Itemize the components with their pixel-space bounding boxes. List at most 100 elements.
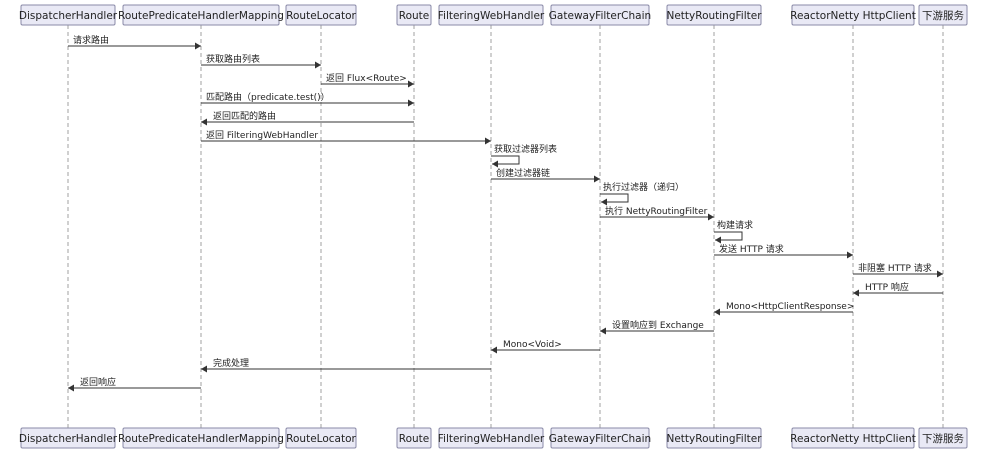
arrowhead	[315, 61, 321, 69]
participant-box-rect	[122, 427, 280, 449]
message-16: 设置响应到 Exchange	[600, 319, 714, 335]
participant-box-rect	[285, 4, 357, 26]
message-2: 获取路由列表	[201, 53, 321, 69]
arrowhead	[708, 213, 714, 221]
participant-netty-top: NettyRoutingFilter	[666, 4, 762, 26]
participant-box-rect	[918, 427, 968, 449]
participant-downstream-top: 下游服务	[918, 4, 968, 26]
message-label: 执行 NettyRoutingFilter	[605, 205, 708, 217]
participant-label: RouteLocator	[286, 10, 356, 22]
participant-box-rect	[791, 4, 915, 26]
participant-fwh-top: FilteringWebHandler	[438, 4, 545, 26]
message-label: 请求路由	[73, 34, 109, 46]
message-14: HTTP 响应	[853, 281, 943, 297]
message-label: 返回匹配的路由	[213, 110, 276, 122]
message-1: 请求路由	[68, 34, 201, 50]
arrowhead	[853, 289, 859, 297]
participant-route-bottom: Route	[396, 427, 432, 449]
message-label: 构建请求	[717, 219, 753, 231]
arrowhead	[847, 251, 853, 259]
participant-label: GatewayFilterChain	[549, 10, 651, 22]
arrowhead	[492, 160, 498, 168]
message-19: 返回响应	[68, 376, 201, 392]
self-message-line	[600, 193, 629, 203]
message-label: 返回 Flux<Route>	[326, 72, 407, 84]
message-5: 返回匹配的路由	[201, 110, 414, 126]
message-13: 非阻塞 HTTP 请求	[853, 262, 943, 278]
message-6: 返回 FilteringWebHandler	[201, 129, 491, 145]
participant-rphm-top: RoutePredicateHandlerMapping	[118, 4, 284, 26]
participant-box-rect	[20, 4, 116, 26]
arrowhead	[195, 42, 201, 50]
participant-label: FilteringWebHandler	[438, 10, 545, 22]
message-label: 匹配路由（predicate.test()）	[206, 91, 330, 103]
participant-rphm-bottom: RoutePredicateHandlerMapping	[118, 427, 284, 449]
message-17: Mono<Void>	[491, 340, 600, 354]
message-label: 返回响应	[80, 376, 116, 388]
participant-box-rect	[438, 427, 544, 449]
participant-box-rect	[791, 427, 915, 449]
arrowhead	[485, 137, 491, 145]
arrowhead	[201, 118, 207, 126]
message-label: 获取路由列表	[206, 53, 260, 65]
participant-route-top: Route	[396, 4, 432, 26]
message-label: 执行过滤器（递归）	[603, 181, 684, 193]
participant-locator-top: RouteLocator	[285, 4, 357, 26]
message-11: 构建请求	[714, 219, 753, 244]
participant-box-rect	[666, 427, 762, 449]
arrowhead	[408, 99, 414, 107]
participant-label: NettyRoutingFilter	[666, 10, 762, 22]
message-label: 非阻塞 HTTP 请求	[858, 262, 932, 274]
arrowhead	[201, 365, 207, 373]
participant-box-rect	[666, 4, 762, 26]
participant-chain-top: GatewayFilterChain	[549, 4, 651, 26]
participant-label: Route	[399, 10, 429, 22]
message-label: 返回 FilteringWebHandler	[206, 129, 318, 141]
message-label: 完成处理	[213, 357, 249, 369]
arrowhead	[601, 198, 607, 206]
arrowhead	[715, 236, 721, 244]
participant-label: DispatcherHandler	[19, 433, 118, 445]
message-label: 发送 HTTP 请求	[719, 243, 784, 255]
message-15: Mono<HttpClientResponse>	[714, 302, 854, 316]
message-label: 创建过滤器链	[496, 167, 550, 179]
message-8: 创建过滤器链	[491, 167, 600, 183]
message-label: 获取过滤器列表	[494, 143, 557, 155]
arrowhead	[68, 384, 74, 392]
participant-box-rect	[285, 427, 357, 449]
participant-dispatcher-bottom: DispatcherHandler	[19, 427, 118, 449]
participant-label: 下游服务	[922, 432, 964, 445]
participant-box-rect	[396, 427, 432, 449]
self-message-line	[491, 155, 520, 165]
participant-box-rect	[396, 4, 432, 26]
participant-label: DispatcherHandler	[19, 10, 118, 22]
participant-label: ReactorNetty HttpClient	[790, 433, 916, 445]
participant-downstream-bottom: 下游服务	[918, 427, 968, 449]
message-18: 完成处理	[201, 357, 491, 373]
participant-box-rect	[550, 427, 650, 449]
message-label: 设置响应到 Exchange	[612, 319, 704, 331]
participant-fwh-bottom: FilteringWebHandler	[438, 427, 545, 449]
arrowhead	[714, 308, 720, 316]
participant-label: Route	[399, 433, 429, 445]
participant-label: ReactorNetty HttpClient	[790, 10, 916, 22]
participant-label: RouteLocator	[286, 433, 356, 445]
arrowhead	[600, 327, 606, 335]
participant-label: NettyRoutingFilter	[666, 433, 762, 445]
message-3: 返回 Flux<Route>	[321, 72, 414, 88]
message-9: 执行过滤器（递归）	[600, 181, 684, 206]
message-12: 发送 HTTP 请求	[714, 243, 853, 259]
arrowhead	[937, 270, 943, 278]
self-message-line	[714, 231, 743, 241]
participant-label: GatewayFilterChain	[549, 433, 651, 445]
participant-label: FilteringWebHandler	[438, 433, 545, 445]
message-10: 执行 NettyRoutingFilter	[600, 205, 714, 221]
message-label: Mono<Void>	[503, 340, 562, 350]
message-label: Mono<HttpClientResponse>	[726, 302, 854, 312]
message-4: 匹配路由（predicate.test()）	[201, 91, 414, 107]
participant-dispatcher-top: DispatcherHandler	[19, 4, 118, 26]
arrowhead	[491, 346, 497, 354]
participant-netty-bottom: NettyRoutingFilter	[666, 427, 762, 449]
